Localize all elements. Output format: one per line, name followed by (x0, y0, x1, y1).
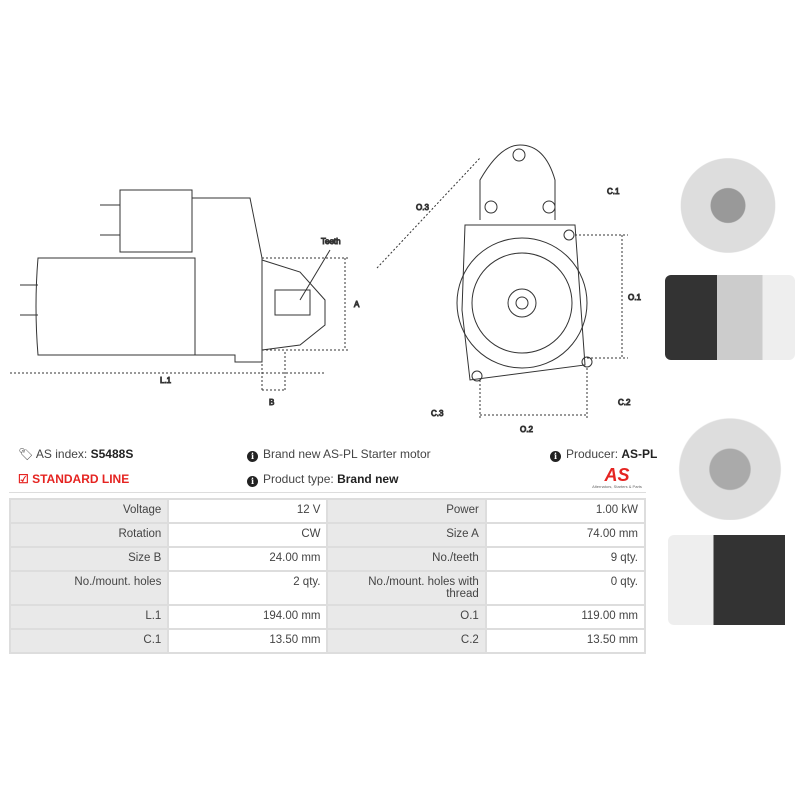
product-photo-rear[interactable] (670, 375, 790, 520)
spec-value: 24.00 mm (167, 546, 329, 572)
spec-label: Power (326, 498, 487, 524)
technical-drawing: Teeth L.1 A B C.1 O.1 O.2 O.3 C.2 C.3 (10, 144, 642, 435)
spec-value: 74.00 mm (484, 522, 647, 548)
info-icon: i (247, 476, 258, 487)
svg-text:O.3: O.3 (416, 203, 429, 212)
svg-text:O.1: O.1 (628, 293, 641, 302)
spec-value: 0 qty. (484, 570, 647, 606)
spec-value: 2 qty. (167, 570, 329, 606)
spec-label: No./mount. holes with thread (326, 570, 487, 606)
svg-text:O.2: O.2 (520, 425, 533, 434)
svg-text:C.3: C.3 (431, 409, 444, 418)
spec-label: No./mount. holes (8, 570, 170, 606)
svg-text:C.2: C.2 (618, 398, 631, 407)
side-view-drawing: Teeth L.1 A B (10, 189, 361, 408)
svg-text:C.1: C.1 (607, 187, 620, 196)
spec-label: Size B (8, 546, 170, 572)
product-photo-side[interactable] (665, 275, 795, 360)
spec-label: Voltage (8, 498, 170, 524)
spec-label: L.1 (8, 604, 170, 630)
product-photo-angle[interactable] (668, 535, 798, 625)
spec-value: 13.50 mm (484, 628, 647, 654)
spec-label: Size A (326, 522, 487, 548)
spec-label: No./teeth (326, 546, 487, 572)
spec-label: Rotation (8, 522, 170, 548)
spec-label: C.1 (8, 628, 170, 654)
svg-text:L.1: L.1 (160, 376, 172, 385)
svg-text:A: A (354, 300, 360, 309)
svg-text:B: B (269, 398, 274, 407)
info-icon: i (247, 451, 258, 462)
standard-line-badge: ☑ STANDARD LINE (18, 472, 130, 486)
as-index: 🏷 AS index: S5488S (18, 447, 134, 461)
tag-icon: 🏷 (18, 447, 36, 461)
as-logo: AS Alternators, Starters & Parts (592, 465, 642, 489)
front-view-drawing: C.1 O.1 O.2 O.3 C.2 C.3 (376, 144, 642, 435)
product-photo-front[interactable] (668, 145, 788, 255)
spec-label: O.1 (326, 604, 487, 630)
spec-label: C.2 (326, 628, 487, 654)
info-icon: i (550, 451, 561, 462)
divider (9, 492, 646, 493)
spec-value: 194.00 mm (167, 604, 329, 630)
spec-value: 119.00 mm (484, 604, 647, 630)
spec-value: 1.00 kW (484, 498, 647, 524)
spec-value: 9 qty. (484, 546, 647, 572)
spec-value: CW (167, 522, 329, 548)
svg-text:Teeth: Teeth (321, 237, 341, 246)
spec-value: 12 V (167, 498, 329, 524)
spec-value: 13.50 mm (167, 628, 329, 654)
checkbox-icon: ☑ (18, 472, 33, 486)
